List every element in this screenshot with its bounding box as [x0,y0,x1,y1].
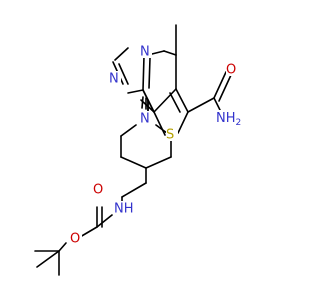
bond [213,71,227,99]
atom-o-ester: O [70,232,80,247]
bond [118,63,129,85]
bond [175,88,189,113]
bond-layer [34,24,232,276]
bond [120,124,137,137]
bond [96,214,113,228]
bond [142,55,145,91]
atom-n-pyrimidine-left: N [109,72,119,87]
bond [121,182,147,198]
bond [153,88,177,113]
bond [79,226,98,238]
atom-o-carbonyl: O [93,183,103,198]
bond [163,50,177,56]
atom-n-pyrimidine-top: N [140,45,150,60]
bond [114,47,129,61]
atom-nh2-amide: NH2 [216,111,241,128]
bond [141,96,144,109]
atom-s-thiophene: S [166,128,174,143]
bond [218,74,232,102]
atom-nh-carbamate: NH [114,202,134,217]
bond [187,97,215,113]
bond [120,156,147,169]
atom-n-piperidine: N [140,112,150,127]
bond [58,242,67,252]
bond [145,156,172,169]
bond [169,92,181,113]
bond [36,250,60,268]
bond [213,97,222,113]
bond [127,89,144,94]
molecule-structure: N N S O NH2 N NH O O [34,24,246,276]
atom-label-layer: N N S O NH2 N NH O O [70,44,246,247]
bond [177,111,189,134]
bond [148,57,151,89]
atom-o-amide: O [226,63,236,78]
bond [153,111,166,136]
